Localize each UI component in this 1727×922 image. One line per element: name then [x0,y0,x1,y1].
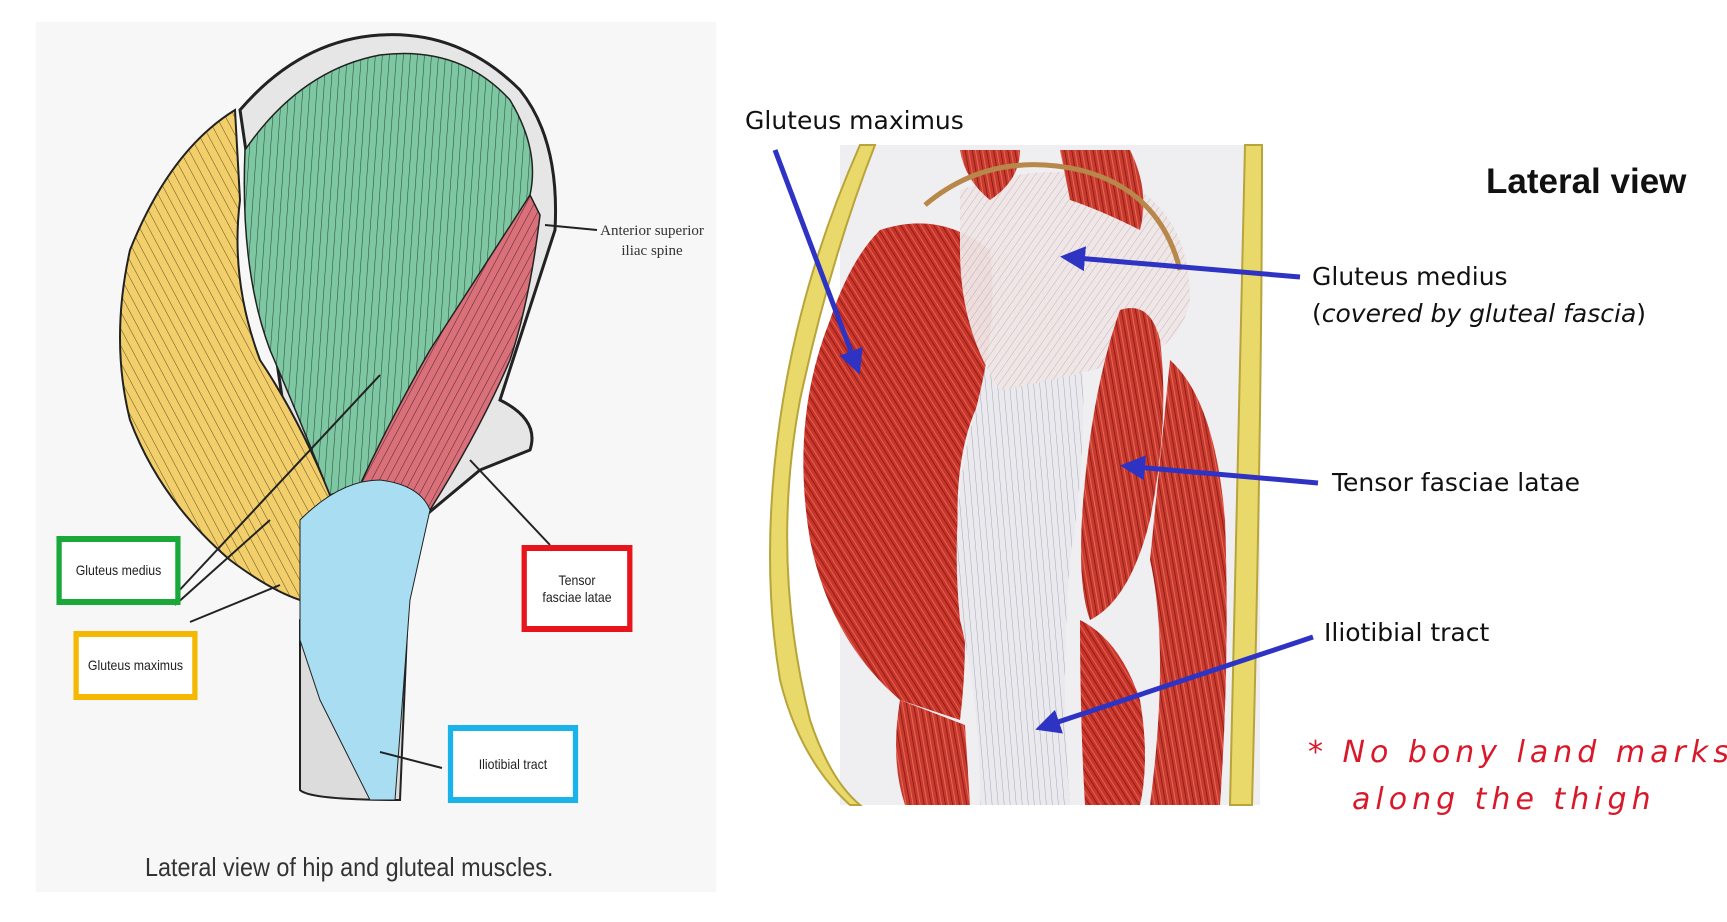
iliotibial-tract-box: Iliotibial tract [447,725,579,803]
tensor-fasciae-latae-muscle [358,193,541,511]
figure-caption: Lateral view of hip and gluteal muscles. [145,852,554,882]
gluteus-maximus-box: Gluteus maximus [73,631,198,700]
arrow-gluteus-medius [1060,246,1301,280]
handwritten-note-line-1: * No bony land marks [1308,735,1727,770]
iliotibial-tract [299,479,431,801]
gluteus-medius-label: Gluteus medius [1312,262,1508,291]
gluteus-maximus-muscle [119,108,332,602]
iliotibial-tract-label: Iliotibial tract [1324,618,1490,647]
gluteus-medius-box: Gluteus medius [56,536,181,605]
right-muscle-illustration [769,144,1264,806]
gluteus-maximus-leader-1 [174,519,271,606]
gluteus-maximus-box-label: Gluteus maximus [87,657,184,674]
tfl-leader [469,459,551,546]
arrow-iliotibial-tract [1035,634,1314,734]
itb-leader [379,751,443,769]
handwritten-note-line-2: along the thigh [1352,782,1656,817]
asis-leader [544,224,598,231]
gluteus-medius-note-italic: covered by gluteal fascia [1321,299,1637,328]
lateral-view-heading: Lateral view [1486,162,1687,201]
arrow-tensor-fasciae-latae [1120,455,1319,486]
tensor-fasciae-latae-box: Tensor fasciae latae [521,545,633,632]
gluteus-maximus-leader-2 [189,584,281,623]
tensor-fasciae-latae-label: Tensor fasciae latae [1332,468,1581,497]
iliotibial-tract-box-label: Iliotibial tract [478,755,548,772]
anterior-superior-iliac-spine-label: Anterior superior iliac spine [600,223,704,260]
arrow-gluteus-maximus [772,149,863,375]
tensor-fasciae-latae-box-label: Tensor fasciae latae [542,571,612,605]
gluteus-maximus-label: Gluteus maximus [745,106,964,135]
gluteus-medius-box-label: Gluteus medius [75,562,162,579]
gluteus-medius-leader [174,374,381,596]
gluteus-medius-subnote: (covered by gluteal fascia) [1312,299,1647,328]
